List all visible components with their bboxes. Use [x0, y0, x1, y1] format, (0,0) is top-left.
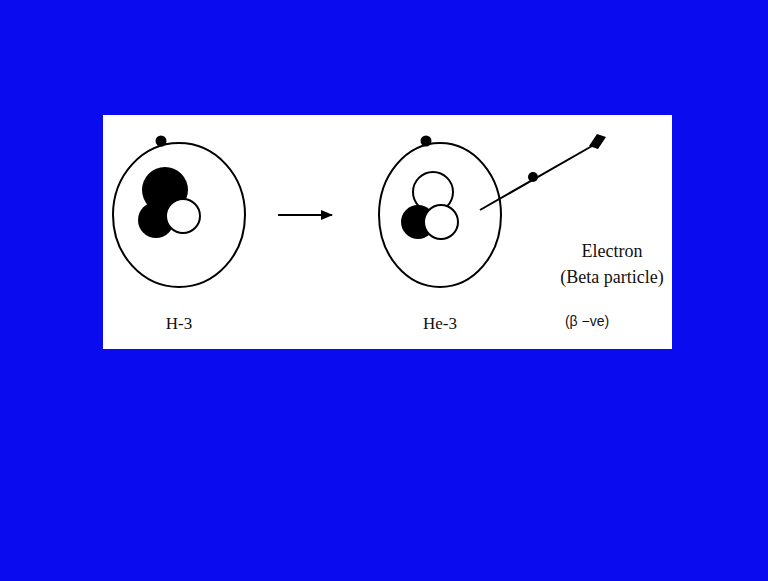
- beta-electron: [528, 172, 538, 182]
- atom-figure: H-3: [112, 142, 246, 288]
- particle-label: (β −ve): [565, 313, 609, 329]
- beta-track: [480, 146, 592, 210]
- atom-figure: He-3: [378, 142, 502, 288]
- particle-label: (Beta particle): [560, 267, 663, 288]
- atom-drawing: [112, 142, 246, 288]
- isotope-label: H-3: [166, 314, 192, 334]
- beta-arrowhead: [589, 134, 606, 149]
- particle-label: Electron: [582, 241, 643, 262]
- atom-drawing: [378, 142, 502, 288]
- isotope-label: He-3: [423, 314, 457, 334]
- decay-arrow: [278, 214, 332, 216]
